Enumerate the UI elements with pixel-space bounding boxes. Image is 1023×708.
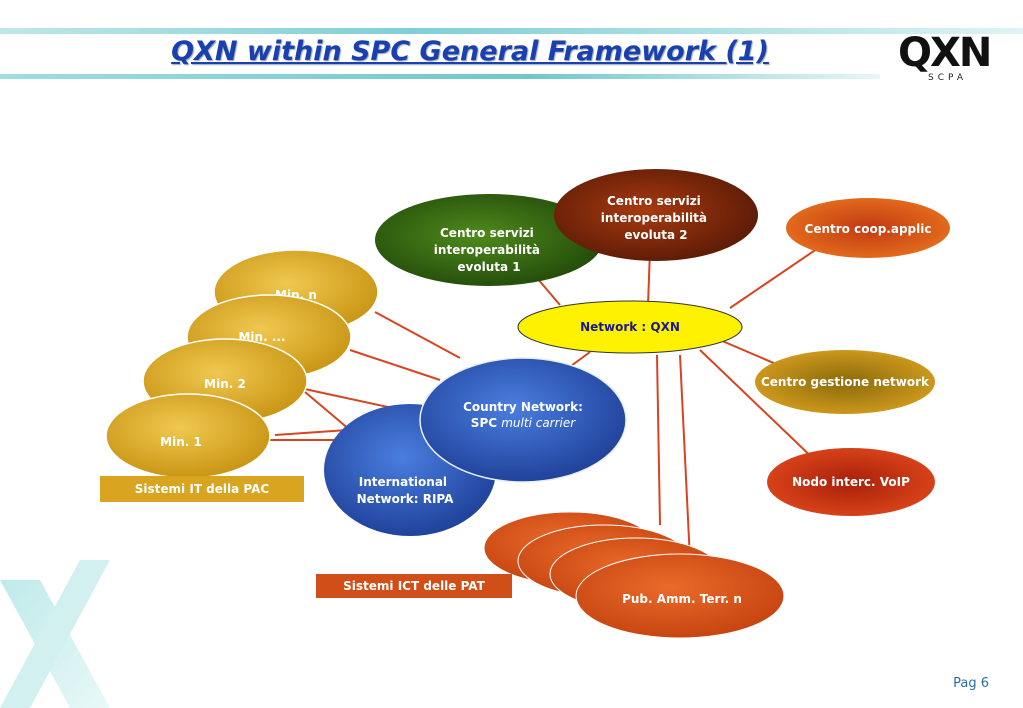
svg-text:Centro servizi interoperab: Centro servizi interoperabilità evoluta … — [434, 226, 544, 274]
link-mindots-country — [349, 349, 441, 381]
country-line2b: multi carrier — [501, 416, 576, 430]
svg-text:SPC multi carrier: SPC multi carrier — [471, 416, 576, 430]
centro-gestione-label: Centro gestione network — [761, 375, 930, 389]
network-qxn-label: Network : QXN — [580, 320, 680, 334]
x-watermark-icon — [0, 560, 110, 708]
country-line2a: SPC — [471, 416, 497, 430]
connection-lines — [270, 239, 831, 561]
page-title: QXN within SPC General Framework (1) — [171, 36, 769, 67]
cs2-line3: evoluta 2 — [624, 228, 687, 242]
centro-gestione-node — [755, 350, 935, 414]
cs1-line1: Centro servizi — [440, 226, 534, 240]
nodo-voip-node — [767, 448, 935, 516]
cs1-line3: evoluta 1 — [457, 260, 520, 274]
cs2-line2: interoperabilità — [601, 211, 707, 225]
min-2-label: Min. 2 — [204, 377, 246, 391]
centro-coop-node — [786, 198, 950, 258]
title-bar-bottom — [0, 74, 880, 79]
link-qxn-voip — [699, 349, 821, 466]
centro-servizi-1-node — [375, 194, 603, 286]
qxn-logo: QXN SCPA — [898, 30, 998, 88]
logo-subtitle: SCPA — [928, 73, 968, 83]
svg-text:Centro servizi interoperab: Centro servizi interoperabilità evoluta … — [601, 194, 711, 242]
centro-coop-label: Centro coop.applic — [805, 222, 932, 236]
nodo-voip-label: Nodo interc. VoIP — [792, 475, 910, 489]
country-network-node — [419, 357, 627, 483]
country-line1: Country Network: — [463, 400, 583, 414]
link-qxn-pat1 — [656, 354, 661, 526]
logo-text: QXN — [898, 30, 992, 76]
cs2-line1: Centro servizi — [607, 194, 701, 208]
intl-line1: International — [359, 475, 447, 489]
link-min2-intl — [304, 391, 351, 431]
title-bar-top — [0, 28, 1023, 34]
svg-text:International Network: RIP: International Network: RIPA — [357, 475, 455, 506]
sistemi-pat-label: Sistemi ICT delle PAT — [316, 574, 512, 598]
link-qxn-pat2 — [679, 354, 691, 561]
network-qxn-node — [517, 300, 743, 354]
cs1-line2: interoperabilità — [434, 243, 540, 257]
centro-servizi-2-node — [554, 169, 758, 261]
link-qxn-coop — [729, 239, 831, 309]
pat-ellipse-n — [575, 553, 785, 639]
pub-amm-label: Pub. Amm. Terr. n — [622, 592, 742, 606]
link-minn-country — [374, 311, 461, 359]
svg-text:Country Network:: Country Network: — [463, 400, 583, 414]
sistemi-pac-label: Sistemi IT della PAC — [100, 476, 304, 502]
min-1-label: Min. 1 — [160, 435, 202, 449]
intl-line2: Network: RIPA — [357, 492, 455, 506]
page-number: Pag 6 — [953, 676, 989, 691]
